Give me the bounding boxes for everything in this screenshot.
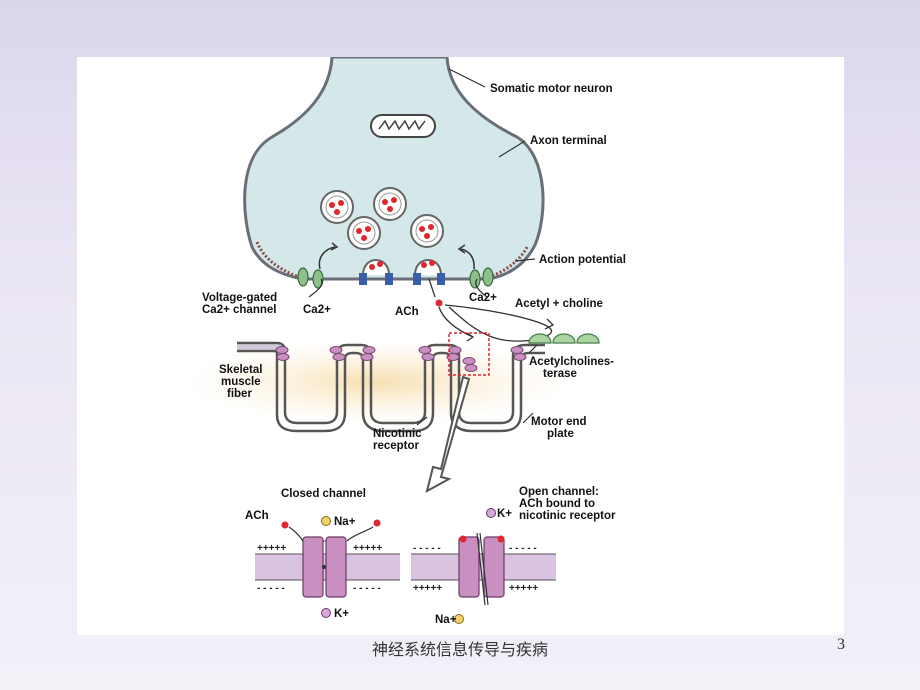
label-open-2: ACh bound to [519, 498, 595, 510]
label-somatic-motor-neuron: Somatic motor neuron [490, 83, 613, 95]
ach-dot [373, 519, 381, 527]
ion-channel [413, 273, 421, 285]
label-ca-right: Ca2+ [469, 292, 497, 304]
ach-to-receptor-arrow [438, 306, 474, 338]
label-axon-terminal: Axon terminal [530, 135, 607, 147]
plus-signs: +++++ [257, 543, 286, 554]
closed-channel-protein [302, 536, 347, 598]
na-ion [321, 516, 331, 526]
ach-dot [281, 521, 289, 529]
label-open-3: nicotinic receptor [519, 510, 616, 522]
ca-inward-arrow [308, 278, 323, 298]
minus-signs: - - - - - [353, 583, 381, 594]
plus-signs: +++++ [413, 583, 442, 594]
label-skeletal-2: muscle [221, 376, 261, 388]
label-k-closed: K+ [334, 608, 349, 620]
mitochondrion [370, 114, 436, 138]
nmj-diagram: Somatic motor neuron Axon terminal Actio… [187, 57, 626, 626]
label-voltage-gated-2: Ca2+ channel [202, 304, 276, 316]
voltage-gated-ca-channel [482, 267, 494, 287]
action-potential-left [255, 241, 300, 279]
synaptic-vesicle [320, 190, 354, 224]
label-nicotinic-1: Nicotinic [373, 428, 422, 440]
ach-hydrolysis-arrow [444, 304, 553, 342]
ache-line [528, 344, 538, 354]
muscle-membrane [237, 341, 545, 425]
ca-influx-arrow [318, 246, 336, 270]
label-voltage-gated-1: Voltage-gated [202, 292, 277, 304]
label-action-potential: Action potential [539, 254, 626, 266]
voltage-gated-ca-channel [297, 267, 309, 287]
voltage-gated-ca-channel [312, 269, 324, 289]
highlight-box [448, 332, 490, 376]
ach-molecule [435, 299, 443, 307]
k-ion [321, 608, 331, 618]
leader-line [522, 412, 534, 424]
minus-signs: - - - - - [413, 543, 441, 554]
ion-channel [385, 273, 393, 285]
fusing-vesicle [362, 259, 390, 276]
zoom-arrow [425, 375, 471, 493]
slide-panel: Somatic motor neuron Axon terminal Actio… [77, 57, 844, 635]
label-na-closed: Na+ [334, 516, 356, 528]
label-ache-1: Acetylcholines- [529, 356, 614, 368]
minus-signs: - - - - - [257, 583, 285, 594]
ca-influx-arrow [460, 248, 475, 270]
synaptic-vesicle [347, 216, 381, 250]
ach-release-arrow [428, 278, 436, 298]
label-motor-end-2: plate [547, 428, 574, 440]
leader-line [448, 68, 486, 88]
plus-signs: +++++ [353, 543, 382, 554]
label-skeletal-1: Skeletal [219, 364, 262, 376]
label-open-1: Open channel: [519, 486, 599, 498]
label-ca-left: Ca2+ [303, 304, 331, 316]
label-k-open: K+ [497, 508, 512, 520]
label-motor-end-1: Motor end [531, 416, 587, 428]
na-ion [454, 614, 464, 624]
fusing-vesicle [414, 259, 442, 276]
label-skeletal-3: fiber [227, 388, 252, 400]
label-na-open: Na+ [435, 614, 457, 626]
synaptic-vesicle [373, 187, 407, 221]
minus-signs: - - - - - [509, 543, 537, 554]
footer-title: 神经系统信息传导与疾病 [371, 640, 548, 659]
voltage-gated-ca-channel [469, 269, 481, 289]
label-ach-top: ACh [395, 306, 419, 318]
leader-line [498, 140, 526, 158]
label-acetyl-choline: Acetyl + choline [515, 298, 603, 310]
plus-signs: +++++ [509, 583, 538, 594]
ion-channel [437, 273, 445, 285]
open-channel-protein [458, 532, 505, 606]
label-nicotinic-2: receptor [373, 440, 420, 452]
synaptic-vesicle [410, 214, 444, 248]
acetylcholinesterase [528, 333, 600, 344]
ion-channel [359, 273, 367, 285]
nicotinic-receptors [275, 346, 527, 372]
page-number: 3 [837, 636, 845, 653]
label-ach-closed: ACh [245, 510, 269, 522]
leader-line [514, 258, 536, 262]
label-ache-2: terase [543, 368, 577, 380]
leader-line [416, 416, 428, 426]
k-ion [486, 508, 496, 518]
label-closed-channel: Closed channel [281, 488, 366, 500]
ca-inward-arrow [475, 278, 488, 298]
